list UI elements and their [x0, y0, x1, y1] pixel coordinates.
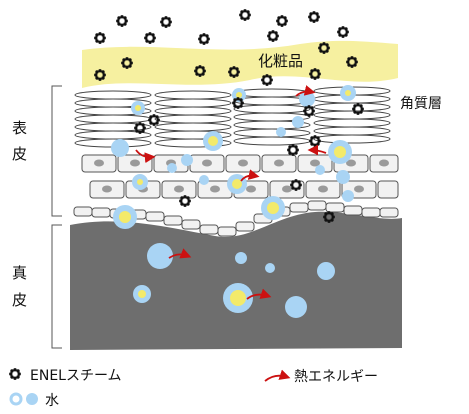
epidermis-bracket: [51, 85, 62, 217]
dermis-label: 真 皮: [12, 264, 32, 309]
legend-heat-label: 熱エネルギー: [294, 369, 378, 385]
cosmetic-label: 化粧品: [258, 52, 303, 70]
dermis-bracket: [51, 224, 62, 349]
epidermis-label: 表 皮: [12, 119, 32, 163]
cell-nuclei: [94, 159, 389, 193]
yellow-cores: [119, 90, 351, 306]
legend-water-label: 水: [45, 393, 59, 409]
steam-icon: [9, 368, 21, 380]
water-droplet-icon: [9, 392, 38, 406]
water-droplets: [111, 85, 356, 318]
stratum-corneum-label: 角質層: [400, 96, 442, 112]
stratum-corneum-layers: [74, 86, 391, 148]
heat-arrow-icon: [264, 369, 291, 382]
legend: ENELスチーム 水 熱エネルギー: [9, 368, 378, 409]
legend-steam-label: ENELスチーム: [30, 368, 122, 384]
heat-arrows: [135, 85, 327, 300]
